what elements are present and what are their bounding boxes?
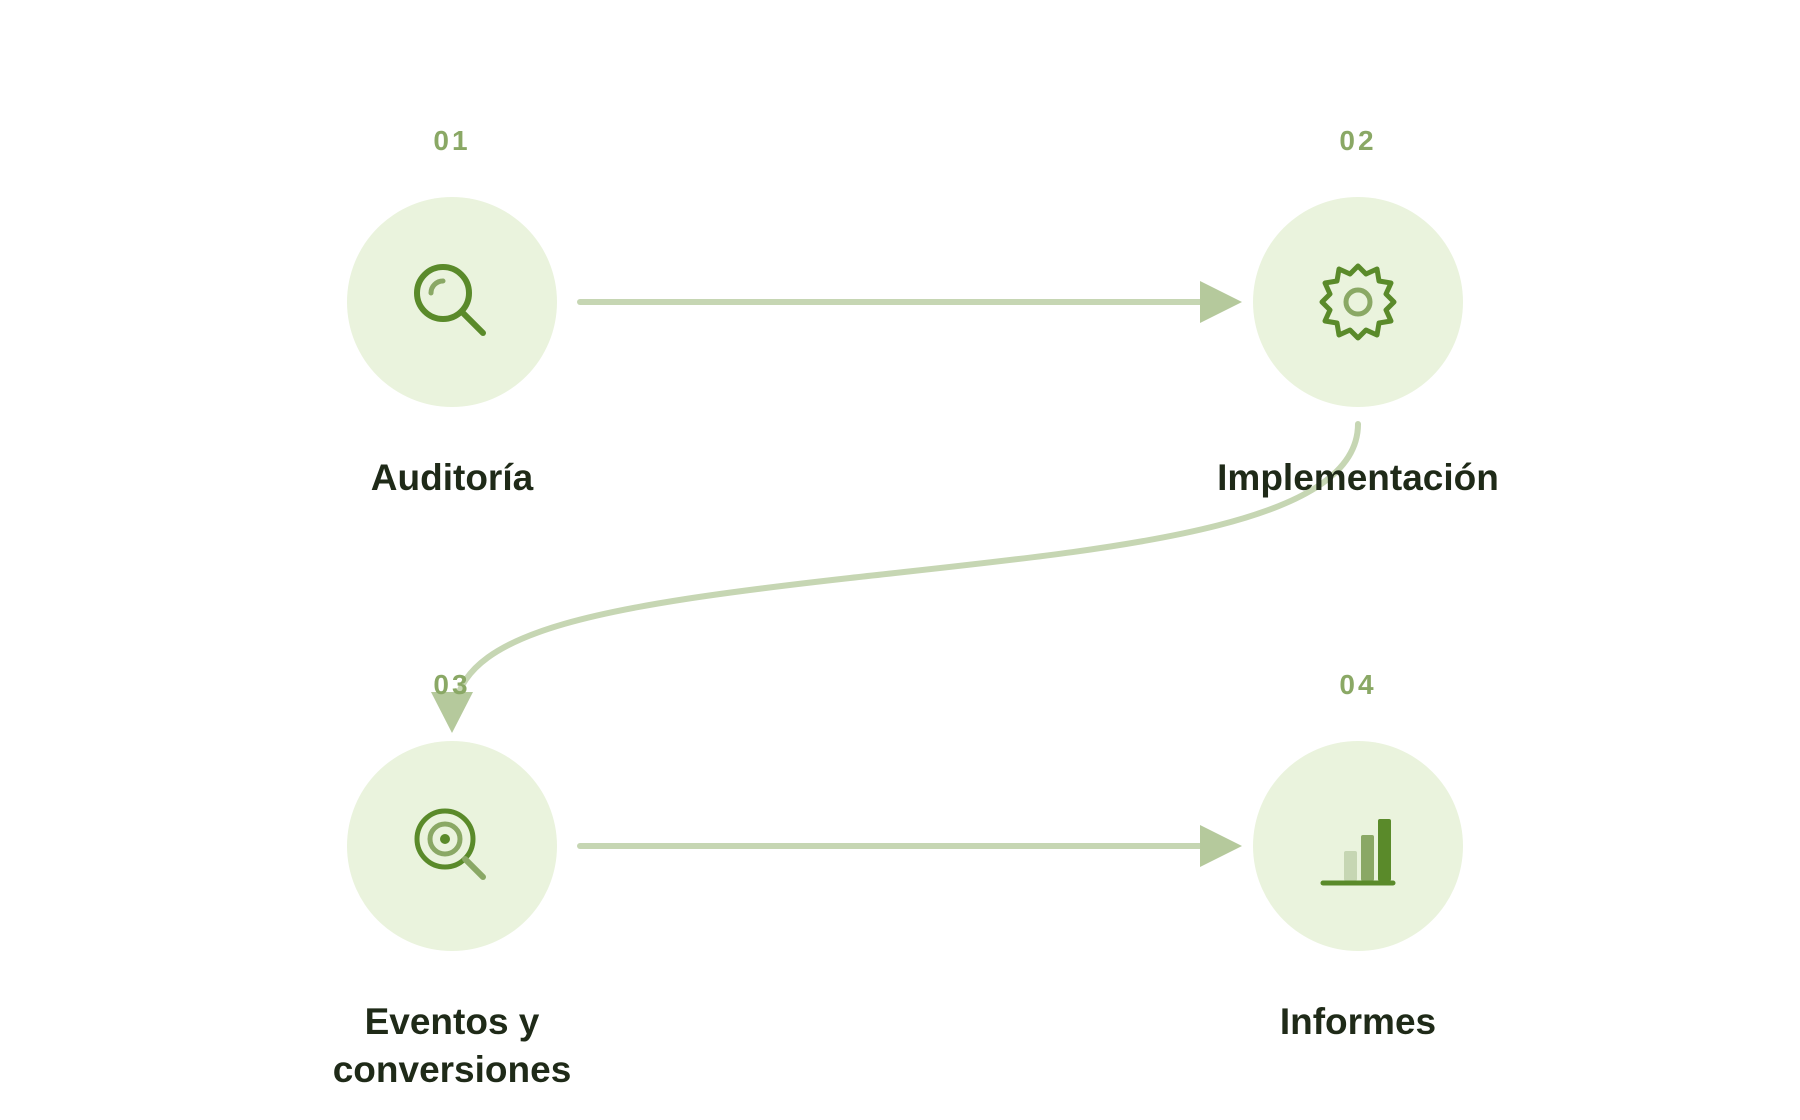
step-label-04: Informes [1279,1001,1437,1042]
arrowhead-03-04 [1200,825,1242,867]
step-circle-03 [347,741,557,951]
step-number-04: 04 [1339,669,1377,700]
step-number-02: 02 [1339,125,1377,156]
step-number-03: 03 [433,669,471,700]
connector-02-03 [452,421,1361,708]
gear-icon [1319,263,1397,341]
arrowhead-01-02 [1200,281,1242,323]
step-circle-02 [1253,197,1463,407]
step-circle-04 [1253,741,1463,951]
step-label-01: Auditoría [370,457,534,498]
step-number-01: 01 [433,125,471,156]
bar-chart-icon [1320,819,1396,886]
target-magnifier-icon [414,808,486,880]
step-label-02: Implementación [1217,457,1499,498]
step-label-03: Eventos y conversiones [332,1001,572,1090]
arrowhead-02-03 [431,692,473,733]
step-circle-01 [347,197,557,407]
magnifier-icon [414,264,486,336]
